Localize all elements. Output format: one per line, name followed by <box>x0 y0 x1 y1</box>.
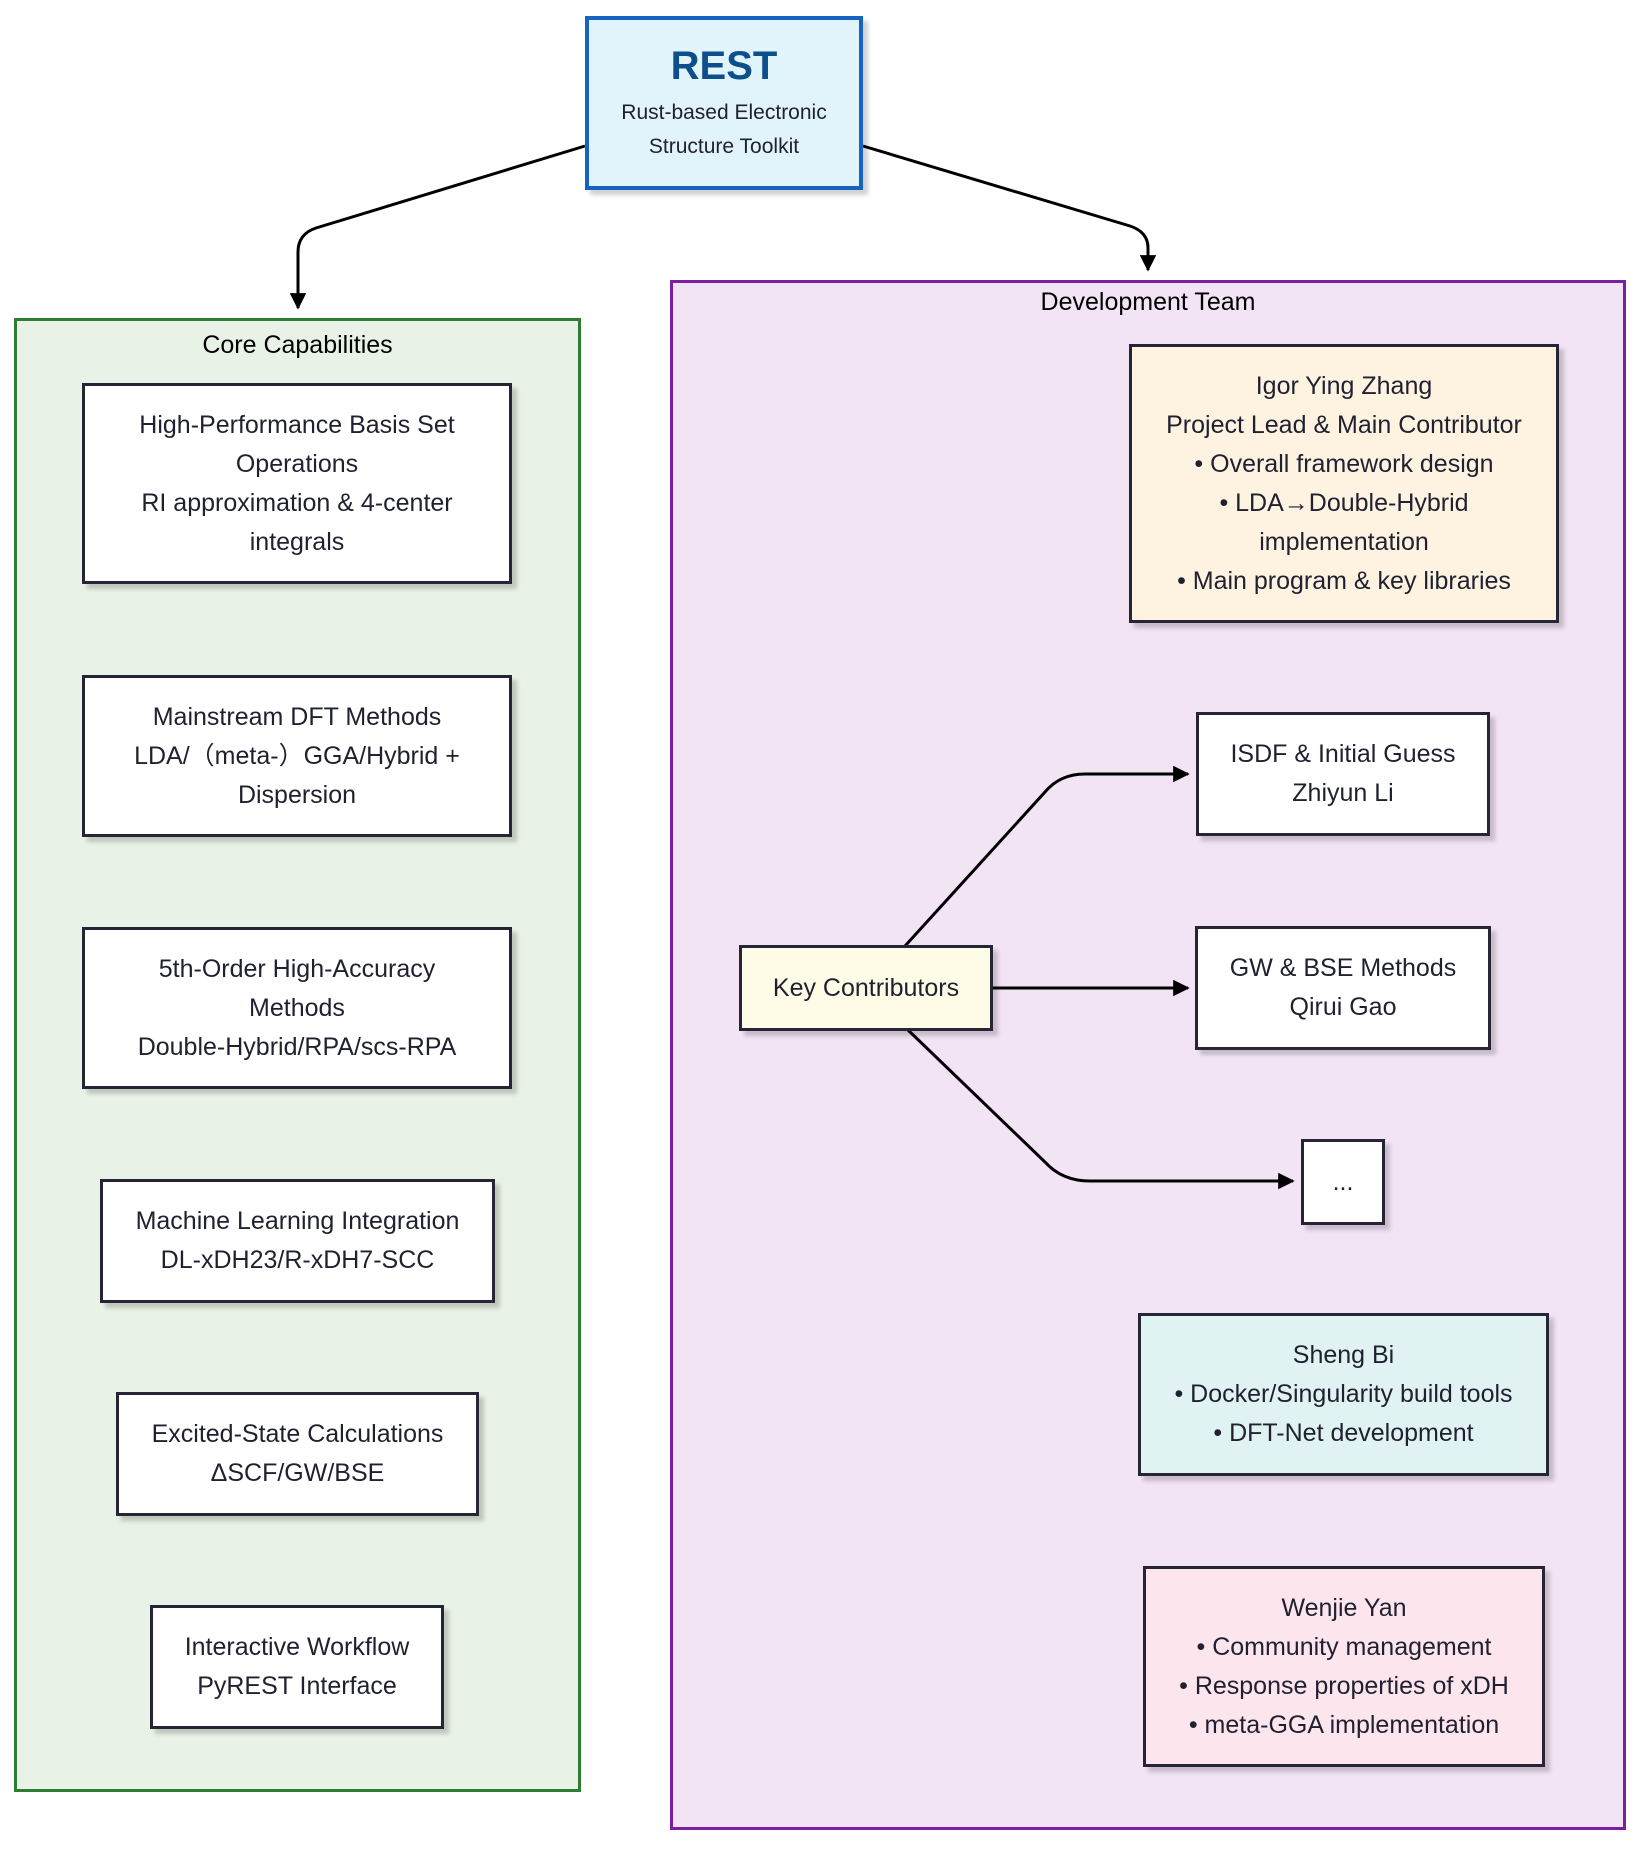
rest-subtitle-line: Structure Toolkit <box>648 135 800 158</box>
node-text-line: PyREST Interface <box>197 1672 397 1700</box>
edge-key-to-more <box>906 1028 1295 1190</box>
rest-root-node: REST Rust-based Electronic Structure Too… <box>585 16 863 190</box>
edge-rest-to-team <box>862 144 1157 272</box>
node-text-line: • DFT-Net development <box>1213 1419 1474 1447</box>
core-item-excited-state: Excited-State Calculations ΔSCF/GW/BSE <box>116 1392 479 1516</box>
rest-subtitle-line: Rust-based Electronic <box>621 101 827 124</box>
node-text-line: • Community management <box>1196 1632 1492 1661</box>
core-item-high-accuracy: 5th-Order High-Accuracy Methods Double-H… <box>82 927 512 1089</box>
contributor-isdf-node: ISDF & Initial Guess Zhiyun Li <box>1196 712 1490 836</box>
node-text-line: Wenjie Yan <box>1281 1593 1407 1622</box>
node-text-line: Qirui Gao <box>1289 993 1397 1021</box>
node-text-line: Igor Ying Zhang <box>1255 371 1433 400</box>
edge-key-to-isdf <box>903 765 1190 948</box>
node-text-line: 5th-Order High-Accuracy <box>158 954 436 983</box>
node-text-line: ISDF & Initial Guess <box>1230 740 1456 768</box>
node-text-line: Methods <box>249 993 345 1022</box>
node-text-line: Mainstream DFT Methods <box>152 702 442 731</box>
node-text-line: integrals <box>249 527 345 556</box>
node-text-line: • Docker/Singularity build tools <box>1174 1380 1513 1408</box>
edge-rest-to-core <box>289 144 586 310</box>
contributor-gw-node: GW & BSE Methods Qirui Gao <box>1195 926 1491 1050</box>
node-text-line: RI approximation & 4-center <box>141 488 453 517</box>
node-text-line: LDA/（meta-）GGA/Hybrid + <box>134 741 460 770</box>
node-text-line: implementation <box>1259 527 1429 556</box>
core-item-dft-methods: Mainstream DFT Methods LDA/（meta-）GGA/Hy… <box>82 675 512 837</box>
core-item-interactive-workflow: Interactive Workflow PyREST Interface <box>150 1605 444 1729</box>
node-text-line: High-Performance Basis Set <box>139 410 455 439</box>
rest-title: REST <box>670 44 778 88</box>
node-text-line: Sheng Bi <box>1292 1341 1395 1369</box>
node-text-line: Dispersion <box>237 780 357 809</box>
node-text-line: Excited-State Calculations <box>151 1420 444 1448</box>
node-text-line: GW & BSE Methods <box>1229 954 1457 982</box>
node-text-line: • meta-GGA implementation <box>1188 1710 1500 1739</box>
node-text-line: Machine Learning Integration <box>135 1207 460 1235</box>
development-team-title: Development Team <box>1040 288 1256 316</box>
core-item-basis-set: High-Performance Basis Set Operations RI… <box>82 383 512 584</box>
key-contributors-node: Key Contributors <box>739 945 993 1031</box>
contributor-more-node: ... <box>1301 1139 1385 1225</box>
node-text-line: • Main program & key libraries <box>1177 566 1511 595</box>
wenjie-yan-node: Wenjie Yan • Community management • Resp… <box>1143 1566 1545 1767</box>
node-text-line: • Overall framework design <box>1194 449 1494 478</box>
sheng-bi-node: Sheng Bi • Docker/Singularity build tool… <box>1138 1313 1549 1476</box>
node-text-line: • LDA→Double-Hybrid <box>1219 488 1469 517</box>
node-text-line: ΔSCF/GW/BSE <box>210 1459 385 1487</box>
node-text-line: Project Lead & Main Contributor <box>1166 410 1522 439</box>
core-capabilities-title: Core Capabilities <box>202 331 393 359</box>
node-text-line: Operations <box>235 449 359 478</box>
team-lead-node: Igor Ying Zhang Project Lead & Main Cont… <box>1129 344 1559 623</box>
node-text-line: Double-Hybrid/RPA/scs-RPA <box>137 1032 457 1061</box>
node-text-line: DL-xDH23/R-xDH7-SCC <box>160 1246 435 1274</box>
node-text-line: ... <box>1332 1167 1354 1196</box>
node-text-line: Zhiyun Li <box>1292 779 1394 807</box>
node-text-line: Interactive Workflow <box>184 1633 410 1661</box>
node-text-line: Key Contributors <box>772 973 960 1002</box>
core-item-machine-learning: Machine Learning Integration DL-xDH23/R-… <box>100 1179 495 1303</box>
node-text-line: • Response properties of xDH <box>1179 1671 1509 1700</box>
